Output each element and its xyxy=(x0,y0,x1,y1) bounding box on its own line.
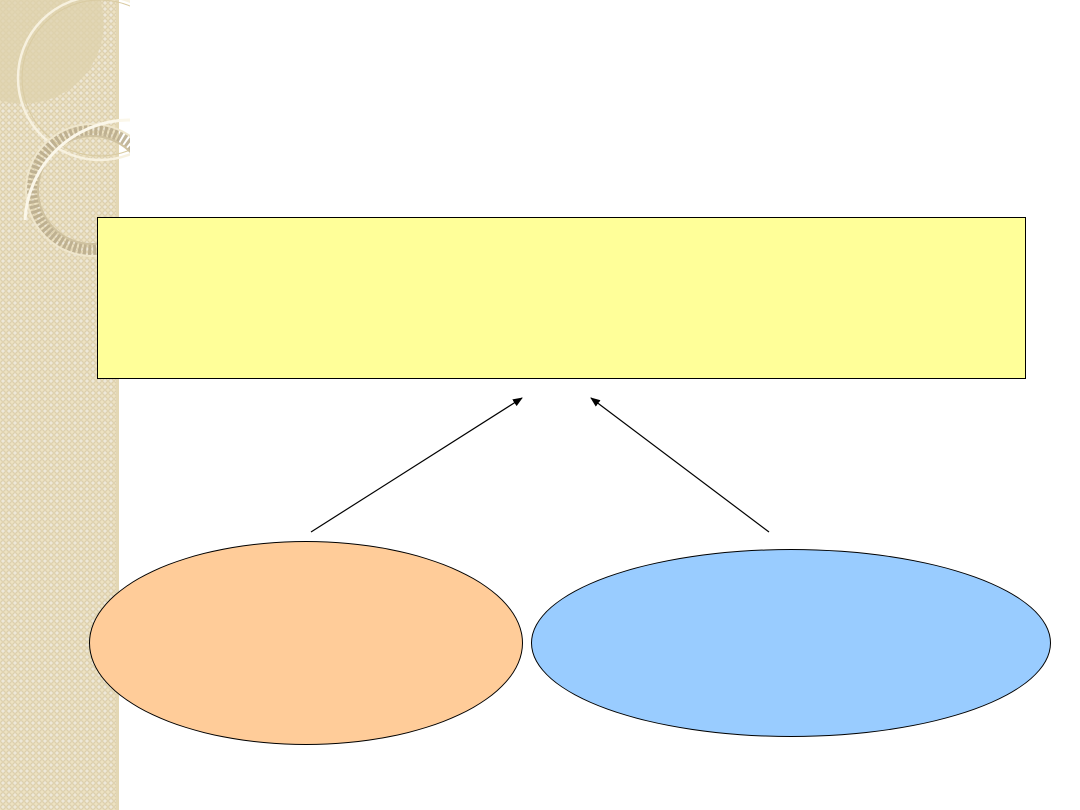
main-text-box xyxy=(97,217,1026,379)
ring-top-outline-2 xyxy=(21,0,130,157)
left-ellipse xyxy=(89,541,523,745)
right-ellipse xyxy=(531,549,1051,737)
arrow-right-to-box xyxy=(590,397,770,533)
ring-top-outline xyxy=(16,0,130,162)
ring-mid-outer xyxy=(25,123,130,257)
ring-top-fill xyxy=(0,0,104,104)
ring-arc-white xyxy=(23,118,130,221)
arrow-left-to-box xyxy=(310,397,523,533)
ring-mid-inner xyxy=(37,135,130,245)
ring-mid-texture xyxy=(26,124,130,256)
decorative-rings xyxy=(0,0,130,257)
